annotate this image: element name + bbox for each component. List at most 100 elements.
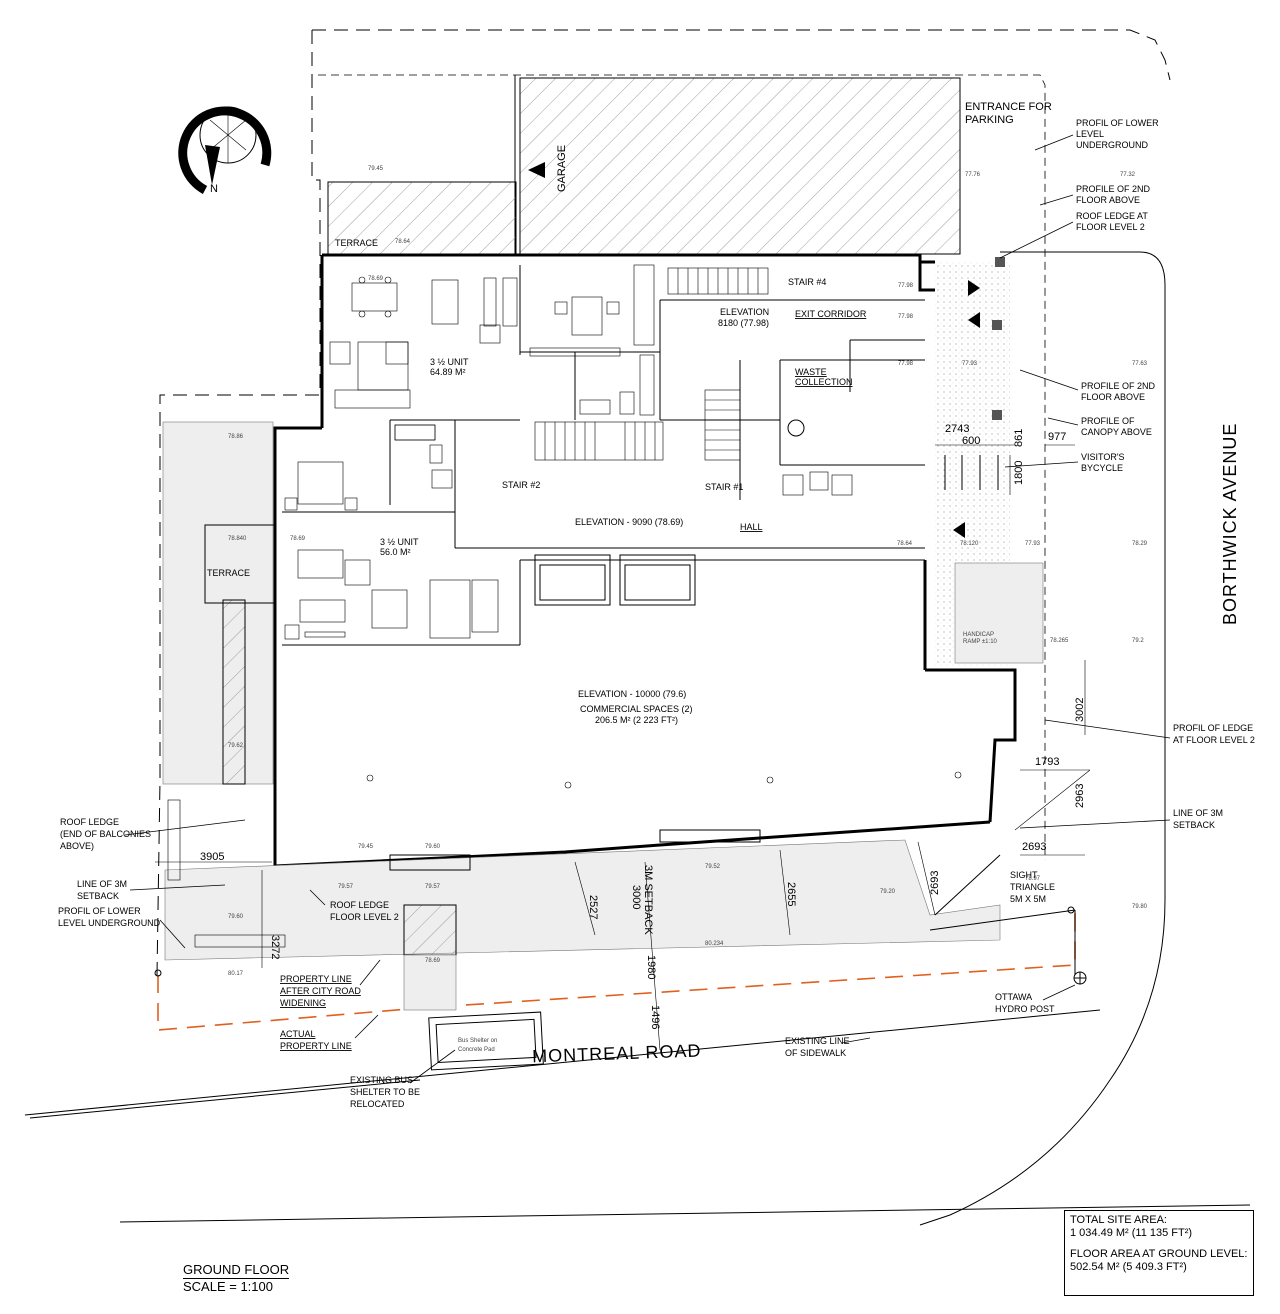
bus-shelter-label-2: Concrete Pad [458, 1047, 495, 1053]
svg-text:ACTUAL: ACTUAL [280, 1029, 316, 1039]
spot-elevation: 78.265 [1050, 638, 1069, 644]
terrace-north-label: TERRACE [335, 238, 378, 248]
dim-1980: 1980 [645, 955, 657, 979]
notes-left: ROOF LEDGE (END OF BALCONIES ABOVE) LINE… [58, 817, 456, 1109]
spot-elevation: 78.69 [290, 536, 306, 542]
spot-elevation: 77.93 [1025, 541, 1041, 547]
spot-elevation: 77.93 [962, 361, 978, 367]
entrance-label-1: ENTRANCE FOR [965, 101, 1052, 113]
stair-2-label: STAIR #2 [502, 480, 540, 490]
west-ramp-strip [222, 599, 246, 785]
bedroom-north [529, 264, 655, 357]
svg-text:CANOPY ABOVE: CANOPY ABOVE [1081, 427, 1152, 437]
stair-4-label: STAIR #4 [788, 277, 826, 287]
spot-elevation: 79.45 [358, 844, 374, 850]
waste-label-1: WASTE [795, 367, 827, 377]
dim-3905: 3905 [200, 851, 224, 863]
dim-600: 600 [962, 435, 980, 447]
terrace-north [327, 181, 517, 255]
svg-text:(END OF BALCONIES: (END OF BALCONIES [60, 829, 151, 839]
site-area-value: 1 034.49 M² (11 135 FT²) [1070, 1227, 1193, 1239]
svg-text:VISITOR'S: VISITOR'S [1081, 452, 1125, 462]
notes-right: PROFIL OF LOWER LEVEL UNDERGROUND PROFIL… [785, 118, 1255, 1058]
svg-text:OF SIDEWALK: OF SIDEWALK [785, 1048, 846, 1058]
svg-text:UNDERGROUND: UNDERGROUND [1076, 140, 1149, 150]
dim-2693-south: 2693 [929, 871, 941, 895]
dim-1800: 1800 [1013, 461, 1025, 485]
elevation-core-value: 8180 (77.98) [718, 318, 769, 328]
stair-1-label: STAIR #1 [705, 482, 743, 492]
svg-text:LINE OF 3M: LINE OF 3M [77, 879, 127, 889]
spot-elevation: 78.64 [897, 541, 913, 547]
drawing-scale: SCALE = 1:100 [183, 1279, 273, 1294]
ramp-label-1: HANDICAP [963, 632, 994, 638]
stair-2: STAIR #2 [502, 421, 664, 490]
dim-1496: 1496 [649, 1005, 661, 1029]
column-markers [992, 257, 1005, 420]
svg-text:RELOCATED: RELOCATED [350, 1099, 405, 1109]
spot-elevation: 79.57 [338, 884, 354, 890]
spot-elevation: 78.86 [228, 434, 244, 440]
bicycle-racks [944, 455, 999, 490]
south-stair-1 [403, 904, 457, 956]
entry-arrow-icon-3 [953, 522, 965, 538]
svg-text:PROPERTY LINE: PROPERTY LINE [280, 1041, 352, 1051]
spot-elevation: 77.98 [898, 314, 914, 320]
spot-elevation: 78.120 [960, 541, 979, 547]
svg-text:EXISTING BUS: EXISTING BUS [350, 1075, 413, 1085]
floor-area-value: 502.54 M² (5 409.3 FT²) [1070, 1261, 1187, 1273]
unit1-area: 64.89 M² [430, 367, 466, 377]
svg-text:FLOOR ABOVE: FLOOR ABOVE [1076, 195, 1140, 205]
commercial-area: 206.5 M² (2 223 FT²) [595, 715, 678, 725]
unit1-type: 3 ½ UNIT [430, 357, 469, 367]
hall-elevation-label: ELEVATION - 9090 (78.69) [575, 517, 683, 527]
spot-elevation: 79.60 [228, 914, 244, 920]
dim-3002: 3002 [1074, 698, 1086, 722]
svg-text:SETBACK: SETBACK [77, 891, 119, 901]
handicap-ramp [954, 562, 1044, 664]
svg-text:PROFIL OF LEDGE: PROFIL OF LEDGE [1173, 723, 1253, 733]
svg-text:FLOOR LEVEL 2: FLOOR LEVEL 2 [330, 912, 399, 922]
spot-elevation: 79.60 [425, 844, 441, 850]
terrace-west [204, 524, 276, 604]
spot-elevation: 79.80 [1132, 904, 1148, 910]
garage-ramp [519, 77, 961, 255]
spot-elevation: 77.63 [1132, 361, 1148, 367]
spot-elevation: 77.98 [898, 283, 914, 289]
street-south: MONTREAL ROAD [532, 1040, 702, 1066]
spot-elevation: 78.840 [228, 536, 247, 542]
unit2-type: 3 ½ UNIT [380, 537, 419, 547]
garage-arrow-icon [528, 162, 545, 178]
entry-arrow-icon-1 [968, 280, 980, 296]
spot-elevation: 80.234 [705, 941, 724, 947]
stair-4: STAIR #4 [667, 267, 826, 295]
spot-elevation: 79.62 [228, 743, 244, 749]
commercial-elevation: ELEVATION - 10000 (79.6) [578, 689, 686, 699]
commercial-label: COMMERCIAL SPACES (2) [580, 704, 693, 714]
svg-text:FLOOR ABOVE: FLOOR ABOVE [1081, 392, 1145, 402]
site-area-label: TOTAL SITE AREA: [1070, 1214, 1167, 1226]
svg-text:ABOVE): ABOVE) [60, 841, 94, 851]
dim-2743: 2743 [945, 423, 969, 435]
svg-text:BYCYCLE: BYCYCLE [1081, 463, 1123, 473]
svg-text:5M X 5M: 5M X 5M [1010, 894, 1046, 904]
svg-text:TRIANGLE: TRIANGLE [1010, 882, 1055, 892]
north-label: N [210, 183, 218, 195]
west-steps [167, 799, 286, 948]
elevation-core-label: ELEVATION [720, 307, 769, 317]
south-patio [164, 839, 1001, 961]
floor-area-label: FLOOR AREA AT GROUND LEVEL: [1070, 1248, 1248, 1260]
exit-corridor-label: EXIT CORRIDOR [795, 309, 867, 319]
dim-1793: 1793 [1035, 756, 1059, 768]
entry-arrow-icon-2 [968, 312, 980, 328]
svg-text:SETBACK: SETBACK [1173, 820, 1215, 830]
terrace-west-label: TERRACE [207, 568, 250, 578]
street-east: BORTHWICK AVENUE [1220, 423, 1240, 625]
south-walkway [403, 954, 457, 1011]
dim-861: 861 [1013, 429, 1025, 447]
dim-2693-east: 2693 [1022, 841, 1046, 853]
unit-1: 3 ½ UNIT 64.89 M² [329, 276, 518, 441]
site-boundary [24, 29, 1251, 1226]
spot-elevation: 79.52 [705, 864, 721, 870]
